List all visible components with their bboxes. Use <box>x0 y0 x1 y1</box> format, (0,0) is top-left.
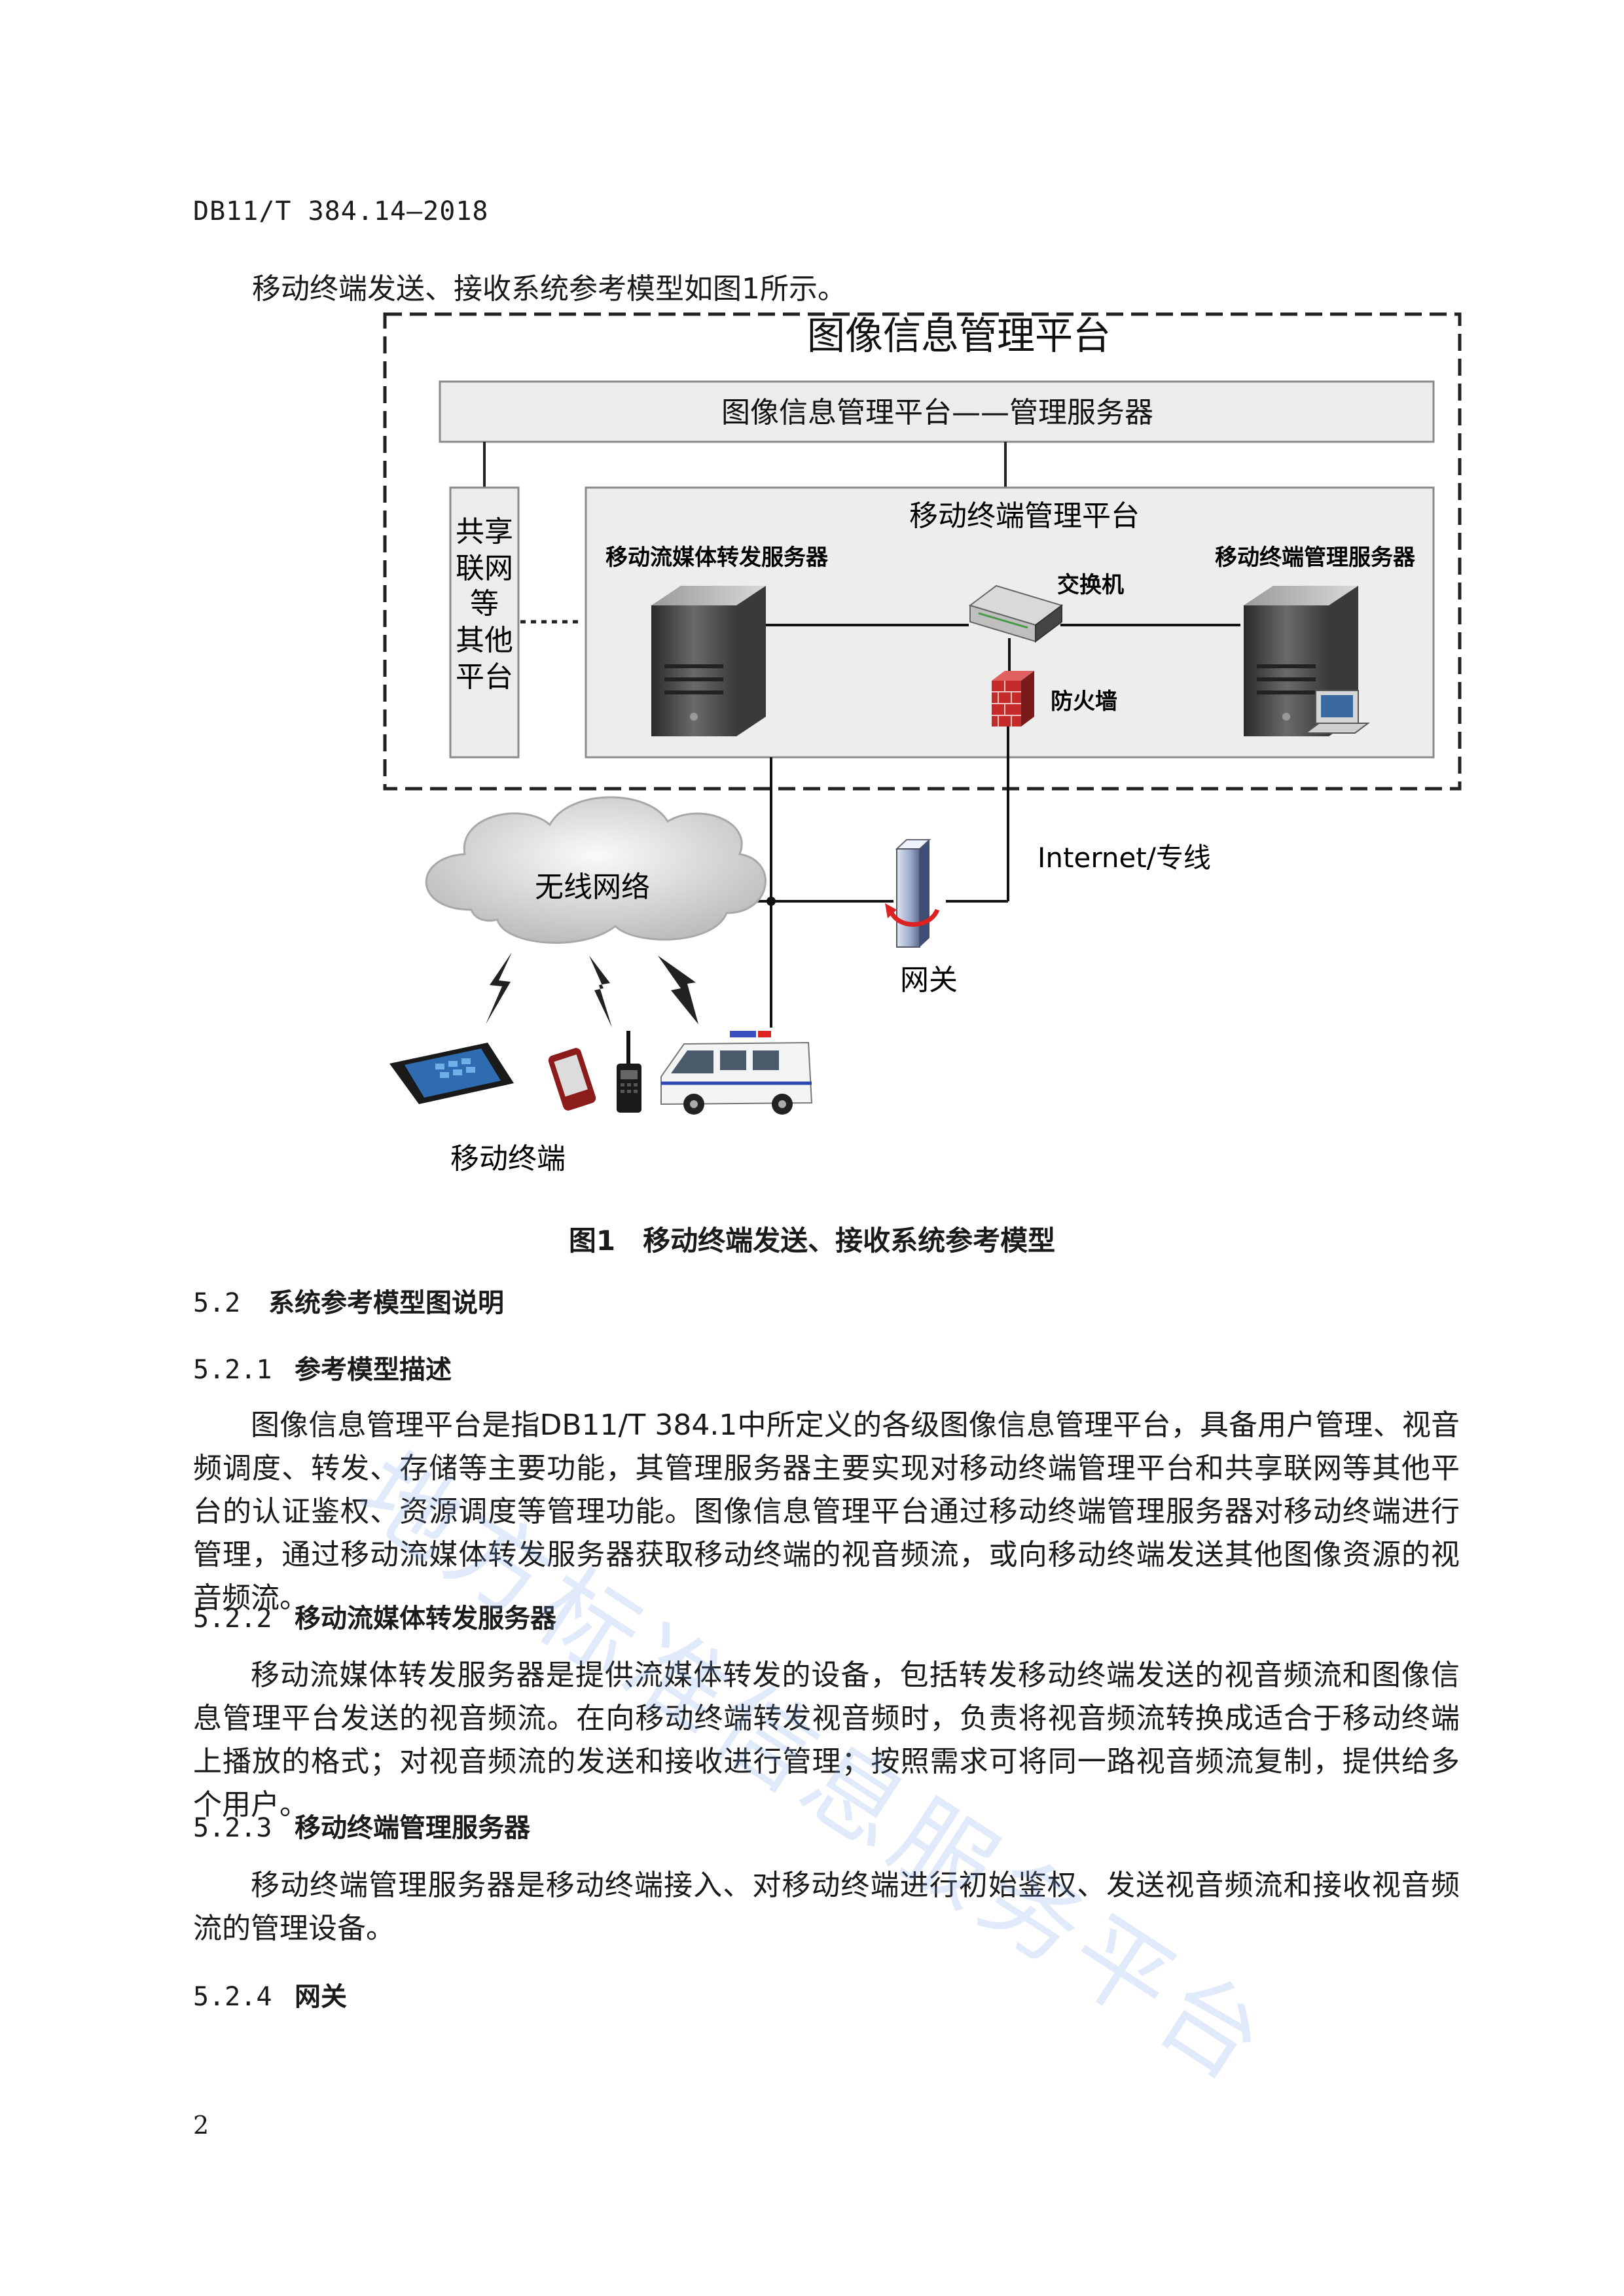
switch-icon <box>968 584 1064 643</box>
signal-bolt-1 <box>486 952 512 1024</box>
section-number: 5.2 <box>193 1288 241 1318</box>
gateway-label: 网关 <box>900 963 958 997</box>
mobile-terminals-label: 移动终端 <box>450 1142 566 1175</box>
section-number: 5.2.3 <box>193 1813 272 1843</box>
section-number: 5.2.1 <box>193 1355 272 1385</box>
figure-caption: 图1 移动终端发送、接收系统参考模型 <box>568 1225 1056 1257</box>
share-platform-line-5: 平台 <box>456 660 513 694</box>
switch-label: 交换机 <box>1057 572 1124 598</box>
share-platform-box <box>449 486 520 759</box>
signal-bolt-3 <box>658 956 698 1024</box>
wireless-network-cloud <box>425 796 767 944</box>
section-5-2-1: 5.2.1 参考模型描述 <box>193 1348 452 1386</box>
firewall-label: 防火墙 <box>1051 689 1117 715</box>
smartphone-icon <box>548 1048 596 1111</box>
share-platform-line-1: 共享 <box>456 515 513 548</box>
section-title: 移动流媒体转发服务器 <box>295 1604 556 1634</box>
section-number: 5.2.4 <box>193 1982 272 2012</box>
paragraph-5-2-2: 移动流媒体转发服务器是提供流媒体转发的设备，包括转发移动终端发送的视音频流和图像… <box>193 1659 1460 1821</box>
outer-platform-title: 图像信息管理平台 <box>807 314 1111 358</box>
section-title: 参考模型描述 <box>295 1355 452 1385</box>
radio-handset-icon <box>617 1031 641 1113</box>
wireless-network-label: 无线网络 <box>535 870 650 904</box>
intro-text: 移动终端发送、接收系统参考模型如图1所示。 <box>252 272 846 306</box>
paragraph-5-2-3: 移动终端管理服务器是移动终端接入、对移动终端进行初始鉴权、发送视音频流和接收视音… <box>193 1869 1460 1945</box>
section-number: 5.2.2 <box>193 1604 272 1634</box>
signal-bolt-2 <box>589 956 612 1028</box>
section-5-2-2: 5.2.2 移动流媒体转发服务器 <box>193 1597 556 1635</box>
terminal-server-icon <box>1244 586 1370 736</box>
outer-platform-boundary <box>383 312 1462 791</box>
section-title: 系统参考模型图说明 <box>268 1288 504 1318</box>
mobile-platform-title: 移动终端管理平台 <box>909 499 1140 533</box>
page-number: 2 <box>193 2111 209 2140</box>
share-platform-line-2: 联网 <box>456 552 513 585</box>
internet-label: Internet/专线 <box>1038 842 1211 874</box>
stream-server-label: 移动流媒体转发服务器 <box>605 545 829 571</box>
reference-model-diagram: 图像信息管理平台 图像信息管理平台——管理服务器 共享 联网 等 其他 平台 移… <box>383 312 1462 1175</box>
section-title: 网关 <box>295 1982 347 2012</box>
terminal-server-label: 移动终端管理服务器 <box>1215 545 1416 571</box>
firewall-icon <box>992 671 1034 726</box>
section-5-2-4: 5.2.4 网关 <box>193 1975 347 2013</box>
gateway-icon <box>885 839 940 948</box>
management-server-box <box>439 380 1435 443</box>
tablet-icon <box>389 1043 514 1104</box>
section-5-2-3: 5.2.3 移动终端管理服务器 <box>193 1806 530 1844</box>
share-platform-line-4: 其他 <box>456 624 513 657</box>
document-id: DB11/T 384.14—2018 <box>193 196 489 226</box>
section-title: 移动终端管理服务器 <box>295 1813 530 1843</box>
paragraph-5-2-1: 图像信息管理平台是指DB11/T 384.1中所定义的各级图像信息管理平台，具备… <box>193 1408 1460 1615</box>
section-5-2: 5.2 系统参考模型图说明 <box>193 1282 504 1319</box>
police-van-icon <box>660 1031 813 1115</box>
management-server-label: 图像信息管理平台——管理服务器 <box>721 396 1153 429</box>
stream-server-icon <box>651 586 766 736</box>
share-platform-line-3: 等 <box>470 587 499 620</box>
